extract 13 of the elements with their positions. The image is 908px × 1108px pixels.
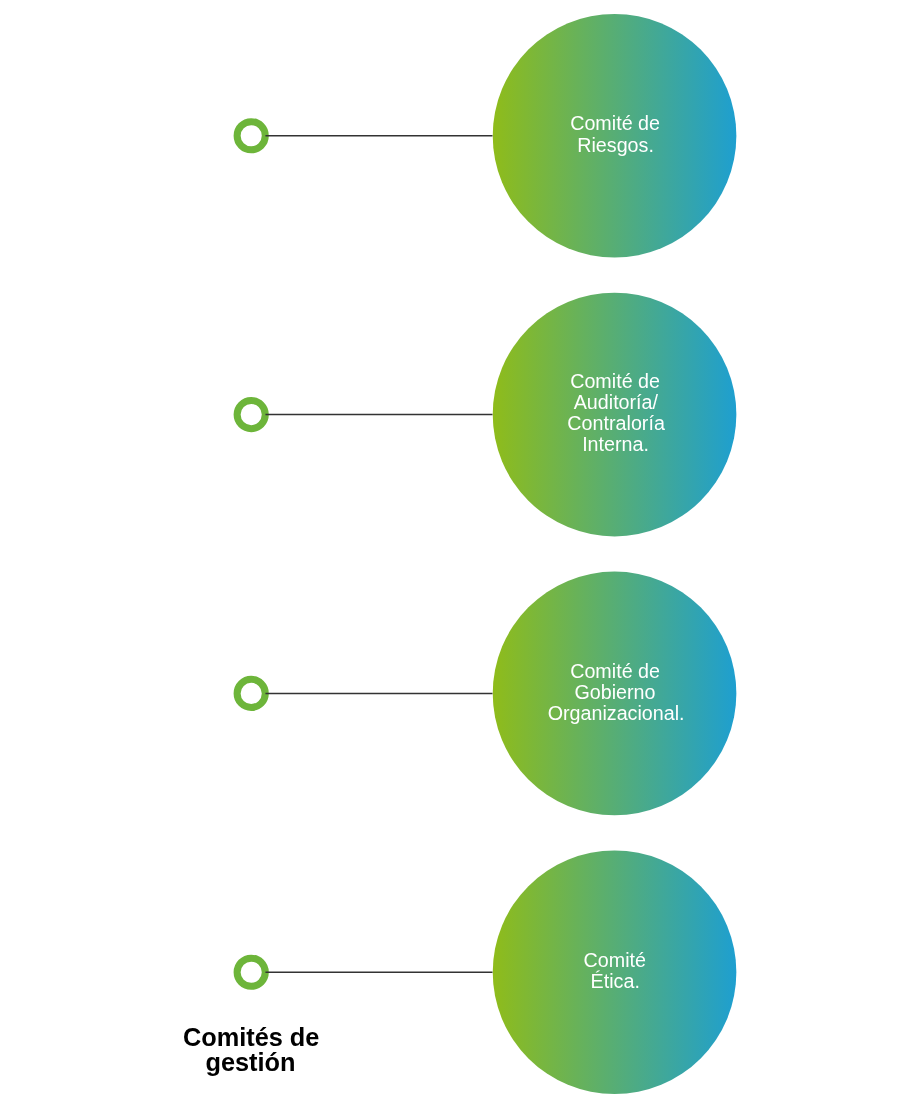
node-circle: Comité de Gobierno Organizacional.: [492, 571, 737, 816]
node-circle: [233, 675, 269, 712]
connector: [264, 413, 494, 416]
label: Comités de gestión: [182, 1023, 320, 1077]
connector: [264, 692, 494, 695]
node-circle: Comité de Riesgos.: [492, 13, 737, 258]
node-circle: [233, 118, 269, 154]
connector: [264, 971, 494, 973]
node-circle: Comité de Auditoría/ Contraloría Interna.: [492, 292, 737, 537]
node-circle: [233, 396, 269, 433]
node-circle: Comité Ética.: [492, 850, 737, 1095]
node-circle: [233, 954, 269, 990]
connector: [264, 135, 494, 137]
